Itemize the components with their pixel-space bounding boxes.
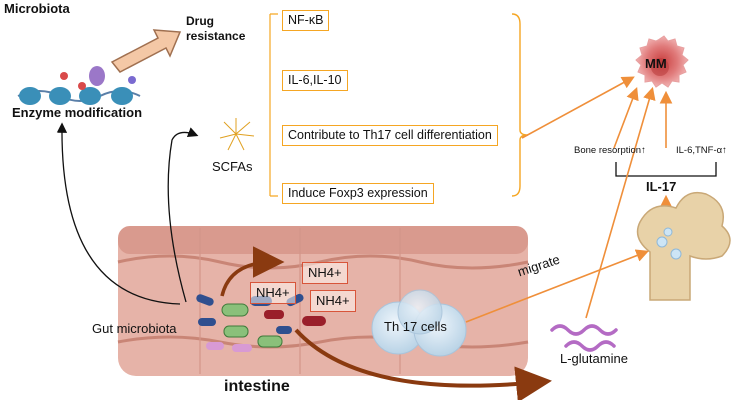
- arrow-glutamine-to-mm: [585, 86, 656, 319]
- il17-label: IL-17: [646, 179, 677, 194]
- arrow-bone-resorption-to-mm: [613, 87, 639, 149]
- nh4-label-3: NH4+: [310, 290, 356, 312]
- scfas-burst-icon: [219, 118, 255, 151]
- il17-bracket: [615, 162, 717, 177]
- nh4-label-1: NH4+: [302, 262, 348, 284]
- intestine-label: intestine: [224, 378, 290, 395]
- nh4-label-2: NH4+: [250, 282, 296, 304]
- nh4-cycle-arrow: [220, 246, 285, 297]
- drug-resistance-arrow: [110, 29, 182, 73]
- dna-nucleosome-icon: [17, 66, 141, 105]
- title: Microbiota: [4, 1, 70, 16]
- effects-left-rule: [269, 13, 278, 197]
- th17-cells-illustration: [371, 289, 467, 357]
- arrow-migrate-to-bone: [465, 249, 649, 323]
- effect-foxp3: Induce Foxp3 expression: [282, 183, 434, 204]
- effect-il6-il10: IL-6,IL-10: [282, 70, 348, 91]
- gut-microbes: [196, 293, 326, 352]
- gut-microbiota-label: Gut microbiota: [92, 321, 177, 336]
- arrow-effects-to-mm: [521, 76, 635, 139]
- effect-th17-differentiation: Contribute to Th17 cell differentiation: [282, 125, 498, 146]
- arrow-to-scfas: [167, 127, 199, 303]
- mm-cell: [635, 35, 689, 88]
- drug-resistance-label: Drug resistance: [186, 14, 246, 43]
- bone-resorption-label: Bone resorption↑: [574, 145, 646, 156]
- l-glutamine-waves: [550, 324, 618, 352]
- bone-illustration: [636, 191, 731, 301]
- th17-cells-label: Th 17 cells: [384, 319, 447, 334]
- scfas-label: SCFAs: [212, 159, 253, 174]
- il6-tnf-label: IL-6,TNF-α↑: [676, 145, 727, 156]
- effects-bracket: [511, 13, 529, 197]
- arrow-microbiota-to-glutamine: [294, 328, 552, 400]
- l-glutamine-label: L-glutamine: [560, 351, 628, 366]
- enzyme-modification-label: Enzyme modification: [12, 105, 143, 120]
- arrow-to-enzyme-modification: [56, 122, 181, 305]
- effect-nfkb: NF-κB: [282, 10, 330, 31]
- mm-label: MM: [645, 56, 667, 71]
